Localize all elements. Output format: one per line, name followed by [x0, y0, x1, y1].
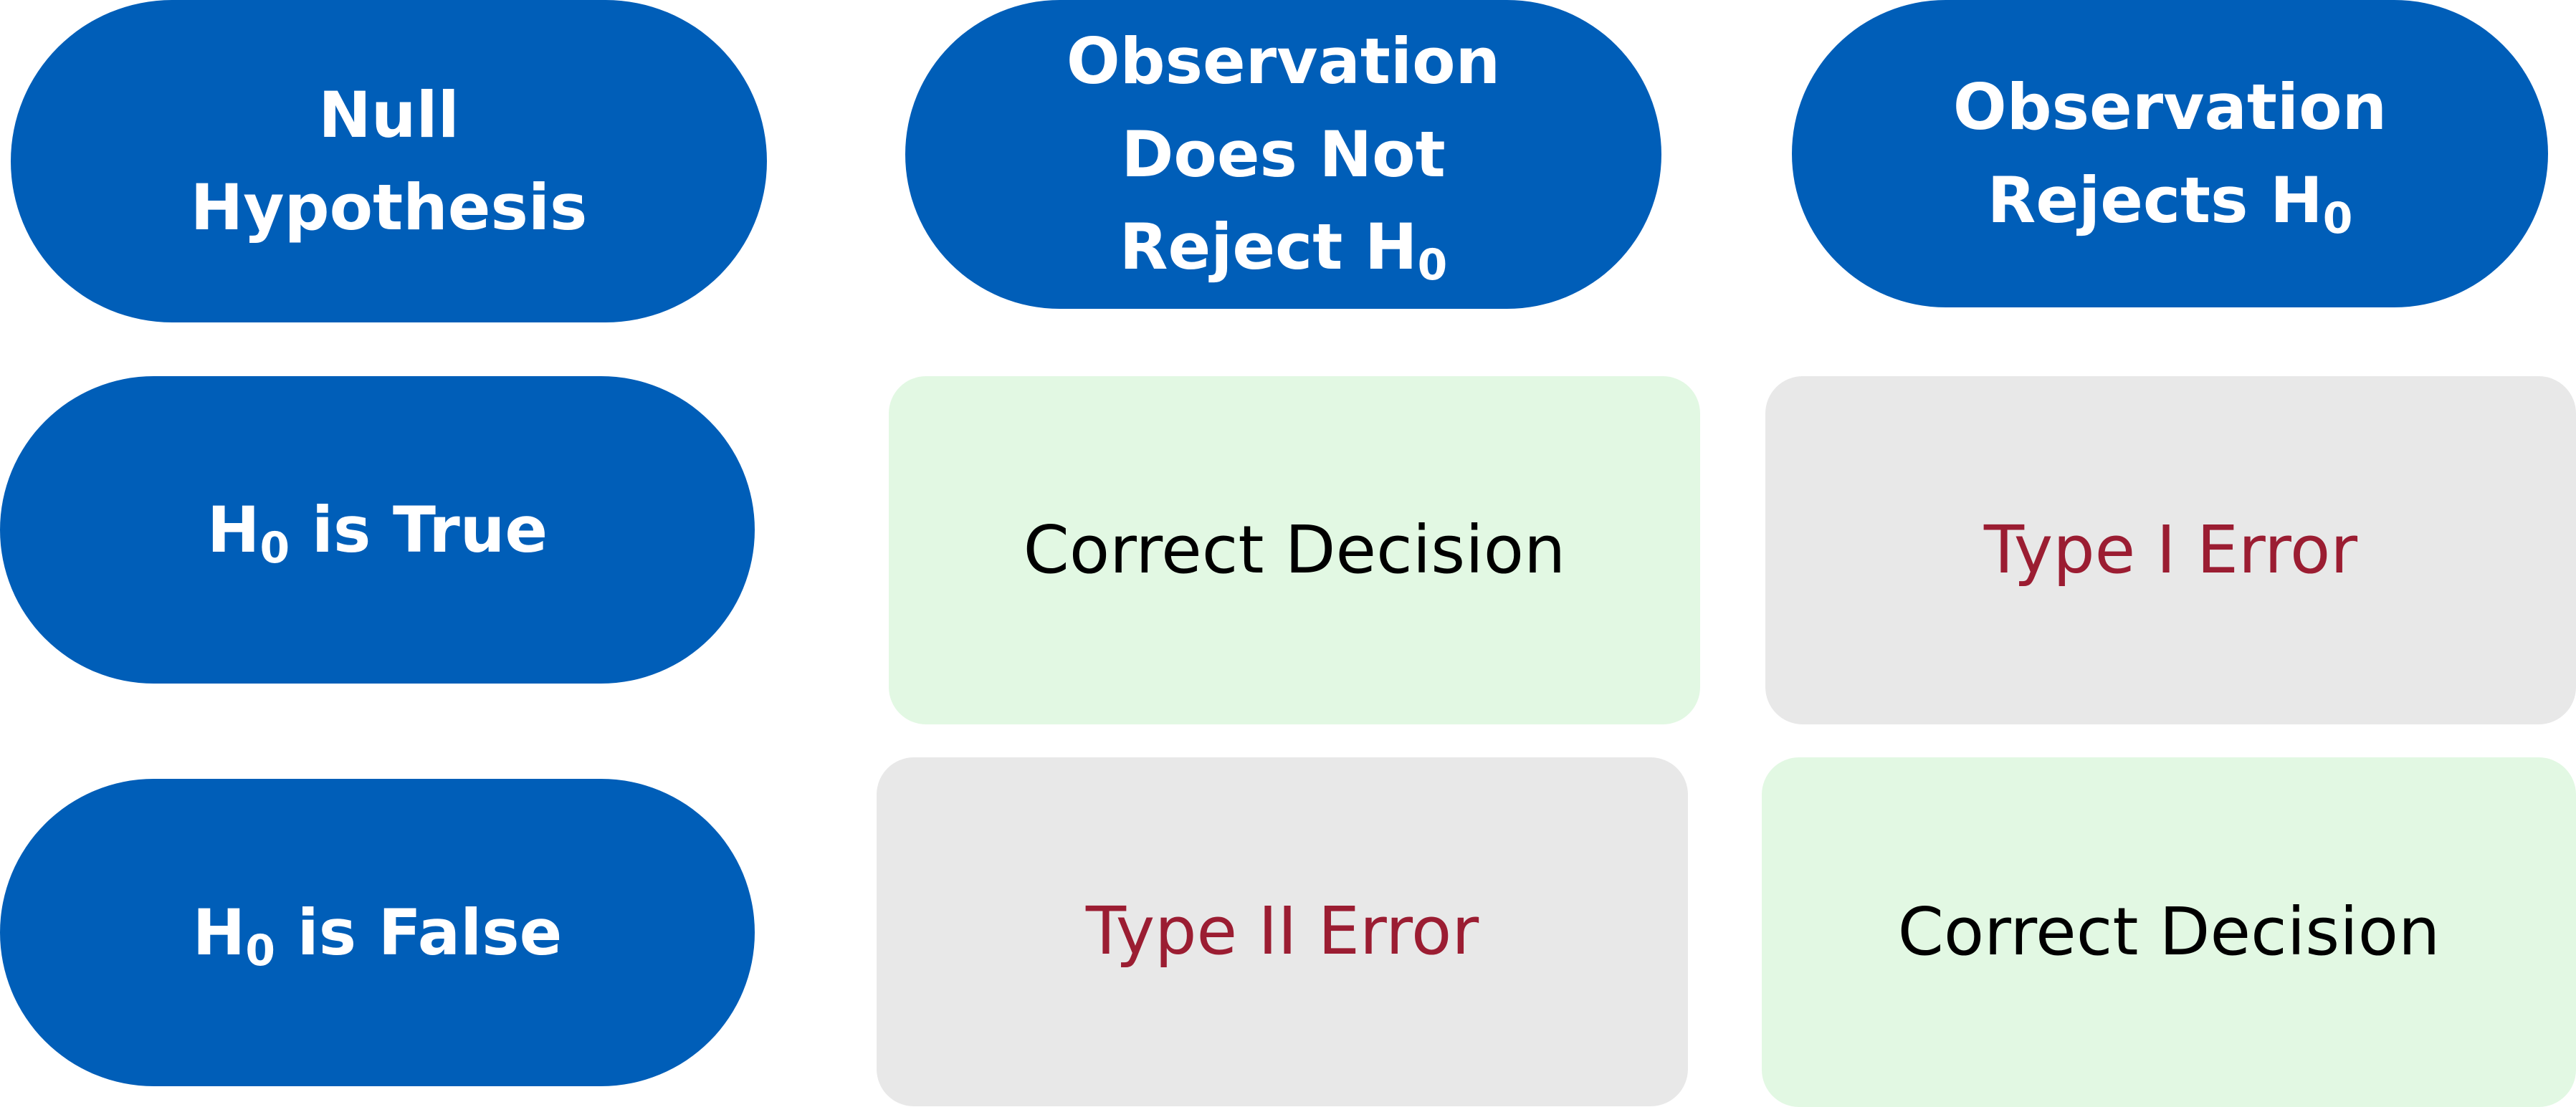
cell-false-reject: Correct Decision [1762, 757, 2576, 1107]
cell-false-not-reject-label: Type II Error [1085, 893, 1479, 970]
header-does-not-reject-line3-text: Reject H [1119, 210, 1418, 284]
header-null-hypothesis-line1: Null [318, 77, 459, 152]
cell-true-not-reject: Correct Decision [889, 376, 1700, 724]
header-rejects-line2-text: Rejects H [1987, 163, 2323, 237]
row-h0-true-subscript: 0 [259, 522, 290, 573]
row-h0-true-prefix: H [206, 492, 260, 567]
row-h0-is-false-label: H0 is False [193, 886, 563, 979]
header-null-hypothesis: Null Hypothesis [11, 0, 767, 322]
header-does-not-reject-line3: Reject H0 [1067, 201, 1500, 293]
header-observation-rejects: Observation Rejects H0 [1792, 0, 2548, 307]
row-h0-is-true: H0 is True [0, 376, 755, 684]
header-observation-does-not-reject: Observation Does Not Reject H0 [905, 0, 1661, 309]
cell-false-reject-label: Correct Decision [1897, 893, 2441, 970]
cell-true-not-reject-label: Correct Decision [1023, 511, 1566, 588]
header-does-not-reject-line2: Does Not [1121, 117, 1446, 191]
row-h0-true-suffix: is True [290, 492, 548, 567]
header-does-not-reject-line1: Observation [1066, 24, 1501, 99]
row-h0-false-subscript: 0 [245, 925, 275, 976]
header-rejects-line2: Rejects H0 [1953, 154, 2387, 246]
header-does-not-reject-subscript: 0 [1417, 240, 1448, 291]
cell-true-reject: Type I Error [1765, 376, 2576, 724]
cell-true-reject-label: Type I Error [1983, 511, 2358, 588]
header-rejects-line1: Observation [1952, 70, 2387, 145]
row-h0-is-false: H0 is False [0, 779, 755, 1086]
header-null-hypothesis-line2: Hypothesis [190, 171, 588, 244]
cell-false-not-reject: Type II Error [877, 757, 1688, 1106]
header-rejects-subscript: 0 [2322, 193, 2353, 244]
row-h0-false-suffix: is False [275, 895, 563, 969]
row-h0-is-true-label: H0 is True [207, 484, 548, 576]
row-h0-false-prefix: H [192, 895, 246, 969]
